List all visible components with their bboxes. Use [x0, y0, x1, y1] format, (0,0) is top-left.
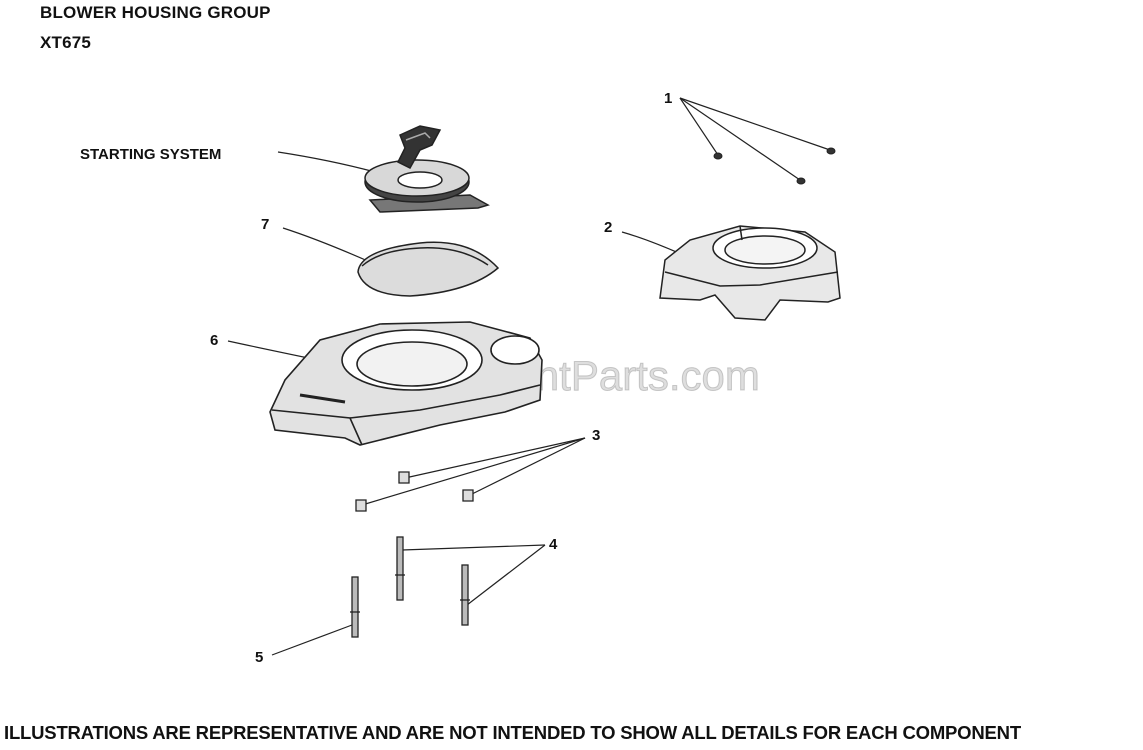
part-6-blower-housing — [269, 321, 543, 446]
part-1-nuts — [713, 147, 836, 185]
diagram-title: BLOWER HOUSING GROUP — [40, 3, 271, 22]
callout-5: 5 — [255, 649, 264, 666]
callout-7: 7 — [261, 216, 270, 233]
starting-system-part — [364, 125, 490, 213]
part-4-studs — [395, 536, 470, 626]
part-7-screen — [357, 241, 500, 297]
model-number: XT675 — [40, 33, 92, 52]
part-2-blower-housing — [659, 225, 841, 321]
part-5-stud — [350, 576, 360, 638]
callout-starting-system: STARTING SYSTEM — [80, 146, 222, 163]
part-3-fasteners — [355, 471, 474, 512]
callout-6: 6 — [210, 332, 219, 349]
callout-3: 3 — [592, 427, 601, 444]
callout-4: 4 — [549, 536, 558, 553]
disclaimer-footer: ILLUSTRATIONS ARE REPRESENTATIVE AND ARE… — [4, 722, 1021, 743]
callout-2: 2 — [604, 219, 613, 236]
callout-1: 1 — [664, 90, 673, 107]
